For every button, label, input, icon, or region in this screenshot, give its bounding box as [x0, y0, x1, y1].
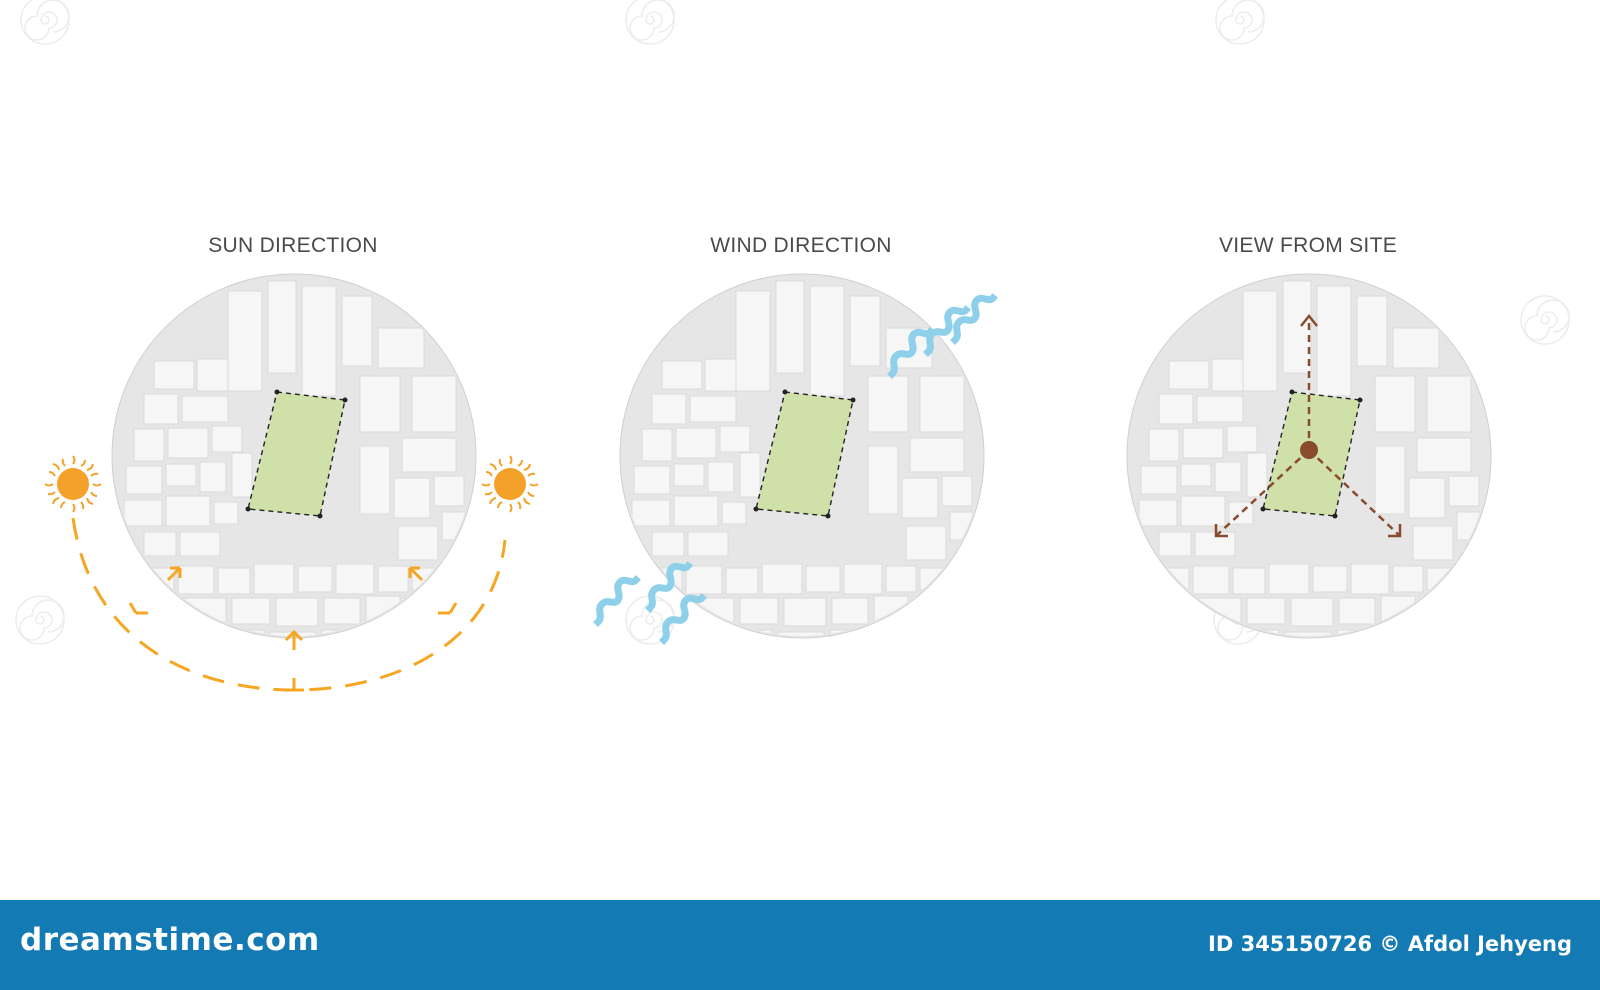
diagram-stage: SUN DIRECTION WIND DIRECTION VIEW FROM S… [15, 0, 1570, 692]
sun-icon [44, 455, 102, 513]
brand-logo[interactable]: dreamstime.com [20, 922, 320, 958]
view-arrow-icon [1214, 313, 1402, 538]
image-credit: ID 345150726 © Afdol Jehyeng [1208, 932, 1572, 956]
sun-direction-title: SUN DIRECTION [208, 234, 378, 257]
sun-site-map [112, 274, 476, 654]
view-from-site-title: VIEW FROM SITE [1218, 234, 1398, 257]
wind-direction-title: WIND DIRECTION [710, 234, 892, 257]
sun-path-arc [71, 517, 507, 692]
view-site-map [1127, 274, 1491, 654]
footer-bar: dreamstime.com ID 345150726 © Afdol Jehy… [0, 900, 1600, 990]
diagram-svg [15, 0, 1570, 692]
sun-icon [481, 455, 539, 513]
